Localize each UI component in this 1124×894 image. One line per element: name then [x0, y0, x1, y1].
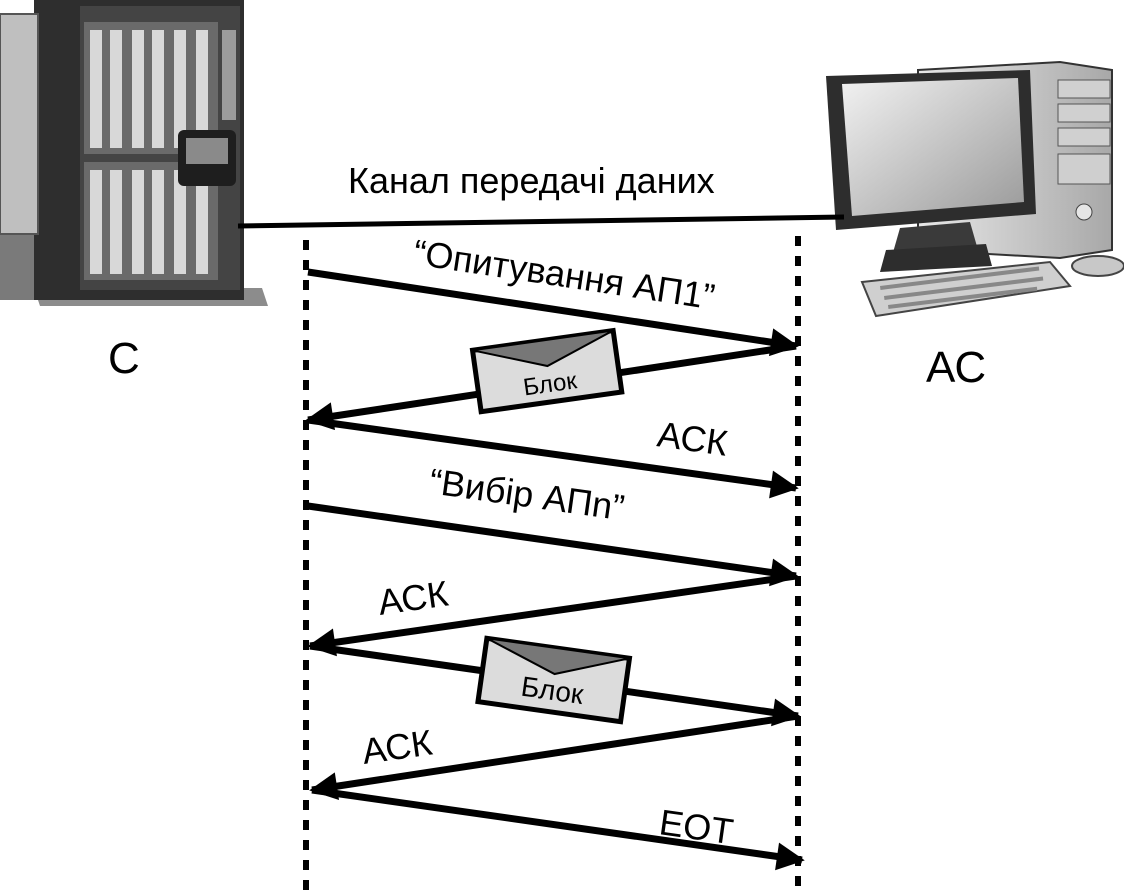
arrow-ack-1	[307, 416, 799, 499]
server-rack-icon	[0, 0, 268, 306]
eot-label: ЕОТ	[657, 801, 736, 852]
ack-label-3: АСК	[359, 722, 434, 772]
ack-label-2: АСК	[375, 573, 450, 623]
channel-line	[237, 214, 845, 229]
desktop-computer-icon	[826, 60, 1124, 318]
server-label: С	[108, 334, 140, 383]
channel-label: Канал передачі даних	[348, 160, 715, 201]
envelope-icon: Блок	[469, 327, 625, 415]
arrow-poll	[307, 268, 799, 357]
select-label: “Вибір АПn”	[427, 460, 627, 528]
arrow-select	[307, 502, 799, 587]
poll-label: “Опитування АП1”	[411, 231, 718, 317]
envelope-icon: Блок	[475, 635, 633, 725]
station-label: АС	[926, 343, 986, 392]
arrow-eot	[311, 786, 805, 871]
ack-label-1: АСК	[655, 413, 730, 463]
arrow-ack-3	[309, 712, 799, 801]
arrow-ack-2	[307, 572, 797, 657]
